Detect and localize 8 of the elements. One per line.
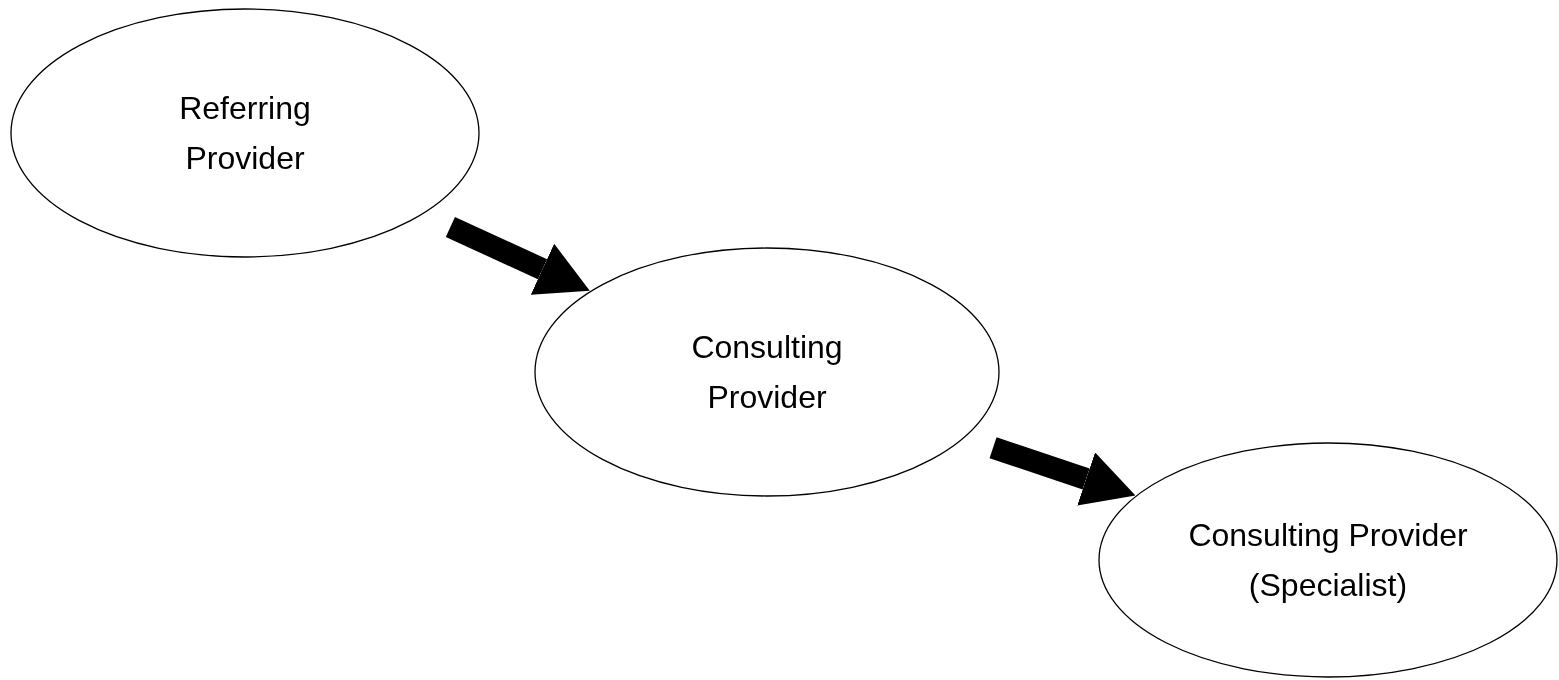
node-label: Consulting Provider (Specialist): [1187, 516, 1469, 605]
arrow: [989, 437, 1136, 506]
ellipse-node: [10, 8, 480, 258]
node-label: Consulting Provider: [690, 328, 844, 417]
ellipse-node: [1098, 442, 1558, 678]
arrow: [445, 217, 590, 295]
node-label: Referring Provider: [178, 89, 312, 178]
ellipse-node: [534, 247, 1000, 497]
